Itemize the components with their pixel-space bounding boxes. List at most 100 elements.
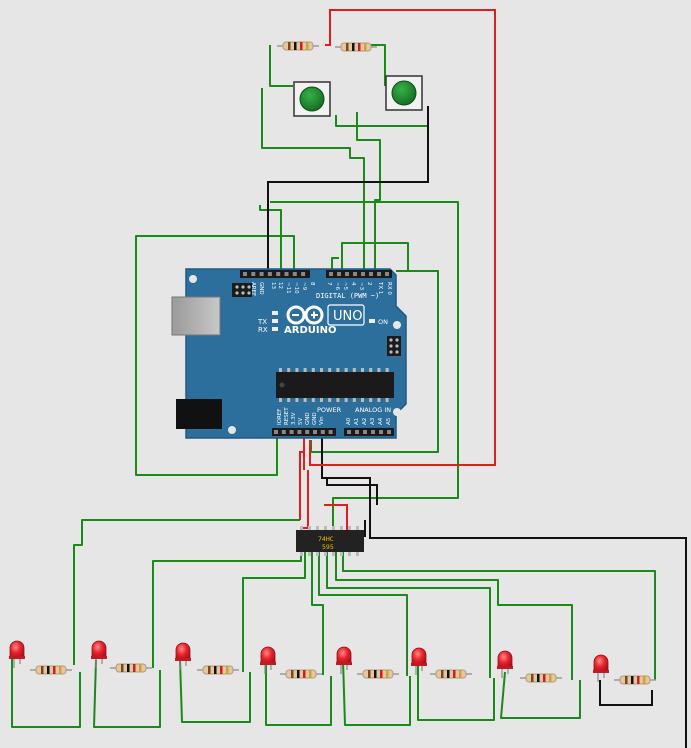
tx-led [272,319,278,323]
black-wire [599,680,653,706]
header-pin [292,272,297,276]
green-wire [152,530,302,668]
push-buttons [293,75,423,117]
resistor-band [226,666,229,674]
resistor [520,673,562,683]
resistor-band [358,43,361,51]
red-led [9,640,25,668]
green-wire [73,519,300,665]
chip-leg [303,368,307,372]
header-pin [377,272,381,276]
digital-pin-label: 4 [350,282,356,286]
resistor-band [309,670,312,678]
rx-led [272,327,278,331]
power-pin-label: GND [305,412,311,425]
digital-pin-label: ~11 [285,282,291,294]
resistor [110,663,152,673]
green-wire [318,552,408,676]
power-analog-header [272,428,394,436]
chip-leg [328,398,332,402]
red-wire [299,451,304,520]
resistor [357,669,399,679]
header-pin [259,272,264,276]
resistor-band [121,664,124,672]
led-body [411,647,427,666]
tx-label: TX [257,318,267,326]
resistor-band [303,670,306,678]
green-wire [356,112,381,271]
green-wire [270,201,459,530]
header-strip [344,428,394,436]
header-strip [272,428,336,436]
green-wires [11,44,656,728]
chip-leg [361,398,364,402]
red-wires [299,9,496,530]
digital-pin-label: RX 0 [386,282,392,295]
resistors [30,41,656,685]
shift-register-leg [308,552,311,556]
chip-leg [344,368,348,372]
resistor [335,42,377,52]
resistor [30,665,72,675]
shift-register-body [296,530,364,552]
led-rim [9,656,25,659]
led-rim [175,658,191,661]
shift-register-leg [324,552,327,556]
green-wire [242,552,306,672]
led-body [9,640,25,659]
resistor-band [380,670,383,678]
power-jack [176,399,222,429]
chip-leg [328,368,332,372]
resistor [614,675,656,685]
led-body [497,650,513,669]
header-pin [369,272,373,276]
resistor-band [364,43,367,51]
usb-port [171,296,221,336]
power-label: POWER [317,406,342,414]
led-body [260,646,276,665]
resistor-band [643,676,646,684]
header-pin [284,272,289,276]
resistor-band [300,42,303,50]
header-pin [301,272,306,276]
resistor [430,669,472,679]
analog-pin-label: A0 [346,417,352,425]
header-pin [274,430,278,434]
header-pin [361,272,365,276]
digital-label: DIGITAL (PWM ~) [316,292,379,300]
red-wire [303,470,309,529]
resistor-band [453,670,456,678]
digital-pin-label: AREF [250,282,256,296]
push-button-cap [391,80,417,106]
resistor-band [625,676,628,684]
l-led [272,311,278,315]
resistor-band [47,666,50,674]
red-led [336,646,352,674]
resistor [280,669,322,679]
chip-leg [320,398,323,402]
resistor-band [531,674,534,682]
digital-pin-label: ~9 [301,282,307,291]
chip-leg [295,398,299,402]
header-pin [313,430,317,434]
chip-leg [287,368,291,372]
header-pin [289,430,294,434]
chip-leg [352,398,356,402]
resistor-band [368,670,371,678]
resistor-band [214,666,217,674]
resistor-band [220,666,223,674]
digital-header [240,270,392,278]
resistor-band [127,664,130,672]
leds [9,640,609,682]
header-pin [371,430,375,434]
header-pin [347,430,351,434]
resistor-band [441,670,444,678]
green-wire [417,660,495,721]
header-pin [379,430,383,434]
chip-leg [287,398,291,402]
resistor-band [133,664,136,672]
chip-leg [303,398,307,402]
analog-pin-label: A4 [378,417,384,425]
analog-in-label: ANALOG IN [355,406,391,414]
